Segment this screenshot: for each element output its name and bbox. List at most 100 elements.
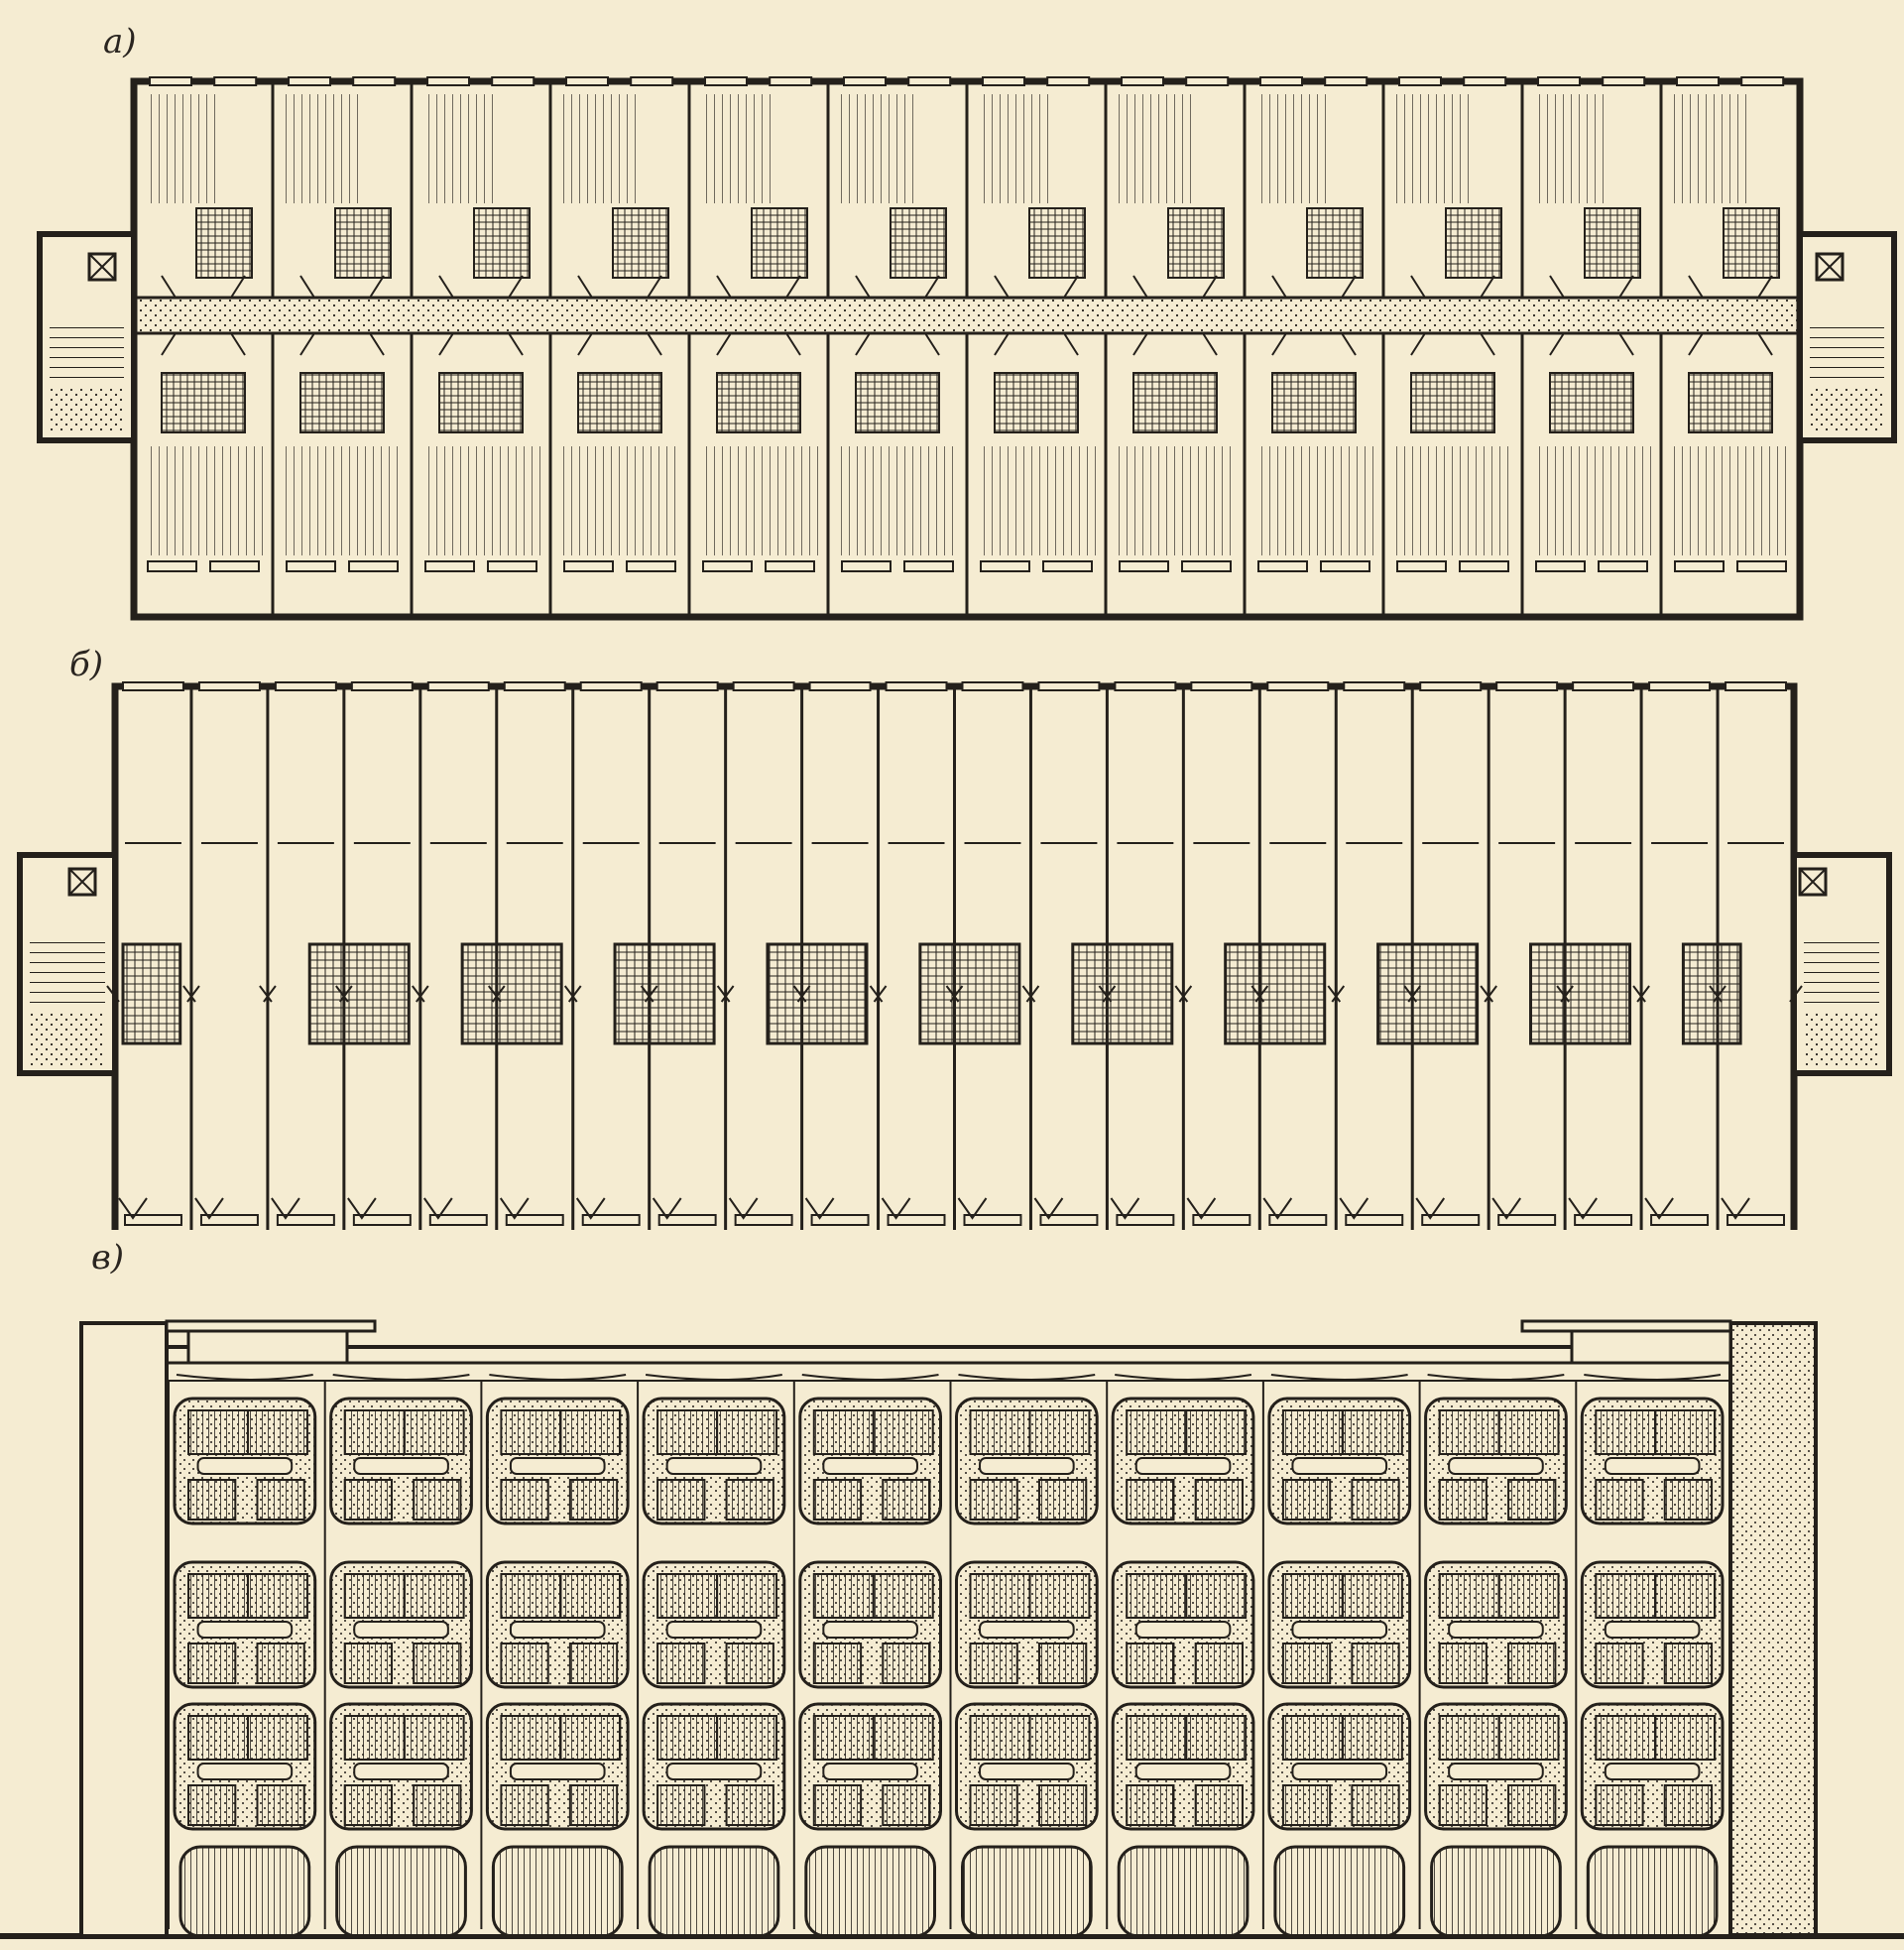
balcony-slab — [1134, 1621, 1232, 1639]
balcony-rail — [428, 1214, 488, 1226]
window-pane — [413, 1479, 462, 1521]
window-pane — [1654, 1573, 1717, 1619]
window-pane — [1281, 1784, 1332, 1826]
window — [1740, 76, 1785, 86]
room-hatch — [423, 94, 500, 203]
window — [147, 560, 197, 572]
window — [213, 76, 258, 86]
window-pane — [1185, 1715, 1248, 1761]
window — [352, 76, 397, 86]
window — [1495, 681, 1559, 691]
window-pane — [568, 1479, 619, 1521]
window-pane — [872, 1409, 934, 1455]
balcony-rail — [734, 1214, 793, 1226]
balcony-slab — [509, 1457, 606, 1475]
window-pane — [1497, 1715, 1560, 1761]
door-swing — [994, 332, 1079, 356]
bathroom — [890, 207, 947, 279]
window-pane — [187, 1643, 237, 1684]
ground-arcade — [1430, 1845, 1562, 1938]
window — [1042, 560, 1093, 572]
room-hatch — [1116, 446, 1235, 555]
balcony-rail — [887, 1214, 946, 1226]
window-pane — [413, 1784, 462, 1826]
cornice-arc — [645, 1374, 782, 1381]
window — [1119, 560, 1169, 572]
window-pane — [812, 1643, 863, 1684]
balcony-slab — [1604, 1763, 1701, 1780]
window-pane — [187, 1573, 249, 1619]
bathroom — [1549, 372, 1634, 433]
room-hatch — [1532, 446, 1651, 555]
window-pane — [1654, 1715, 1717, 1761]
window — [1257, 560, 1308, 572]
window-pane — [1126, 1715, 1188, 1761]
cornice-arc — [489, 1374, 627, 1381]
balcony-rail — [352, 1214, 412, 1226]
window-pane — [559, 1409, 622, 1455]
bathroom — [1167, 207, 1225, 279]
window-pane — [725, 1643, 774, 1684]
window — [149, 76, 192, 86]
window — [626, 560, 676, 572]
balcony-rail — [810, 1214, 870, 1226]
window — [1602, 76, 1646, 86]
balcony-slab — [1291, 1763, 1388, 1780]
window-pane — [716, 1573, 778, 1619]
door-swing — [577, 332, 662, 356]
balcony-slab — [196, 1457, 294, 1475]
balcony-slab — [979, 1621, 1075, 1639]
window-pane — [969, 1479, 1018, 1521]
door-swing — [1132, 332, 1218, 356]
window — [209, 560, 260, 572]
window-pane — [1438, 1643, 1488, 1684]
room-hatch — [979, 94, 1055, 203]
bathroom-block — [121, 942, 182, 1045]
window-pane — [1438, 1479, 1488, 1521]
room-hatch — [560, 446, 679, 555]
window-pane — [1028, 1573, 1091, 1619]
window — [503, 681, 566, 691]
window — [1324, 76, 1368, 86]
window-pane — [500, 1573, 562, 1619]
cornice-arc — [958, 1374, 1096, 1381]
panel-label-b: б) — [69, 645, 104, 684]
window — [961, 681, 1024, 691]
window-pane — [1438, 1409, 1500, 1455]
window-pane — [812, 1715, 875, 1761]
balcony-rail — [1039, 1214, 1099, 1226]
bathroom — [612, 207, 669, 279]
window — [274, 681, 337, 691]
window-pane — [559, 1715, 622, 1761]
window — [491, 76, 536, 86]
window-pane — [1185, 1573, 1248, 1619]
window-pane — [1194, 1784, 1244, 1826]
bathroom — [195, 207, 253, 279]
door-swing — [299, 332, 385, 356]
cornice-arc — [1584, 1374, 1722, 1381]
window-pane — [969, 1784, 1018, 1826]
balcony-rail — [199, 1214, 259, 1226]
balcony-slab — [353, 1621, 449, 1639]
door-swing — [994, 275, 1079, 299]
window-pane — [1281, 1643, 1332, 1684]
window-pane — [1185, 1409, 1248, 1455]
window — [288, 76, 331, 86]
window — [980, 560, 1030, 572]
room-hatch — [840, 94, 916, 203]
window — [565, 76, 609, 86]
window-pane — [247, 1409, 308, 1455]
window-pane — [656, 1479, 706, 1521]
balcony-brace — [1568, 1197, 1598, 1220]
balcony-slab — [665, 1457, 763, 1475]
window-pane — [256, 1643, 305, 1684]
balcony-slab — [1604, 1621, 1701, 1639]
bathroom-block — [307, 942, 411, 1045]
window-pane — [1595, 1573, 1657, 1619]
room-hatch — [144, 446, 263, 555]
window-pane — [1497, 1573, 1560, 1619]
bathroom — [1271, 372, 1357, 433]
cornice-arc — [1427, 1374, 1565, 1381]
bathroom — [855, 372, 940, 433]
bathroom — [299, 372, 385, 433]
